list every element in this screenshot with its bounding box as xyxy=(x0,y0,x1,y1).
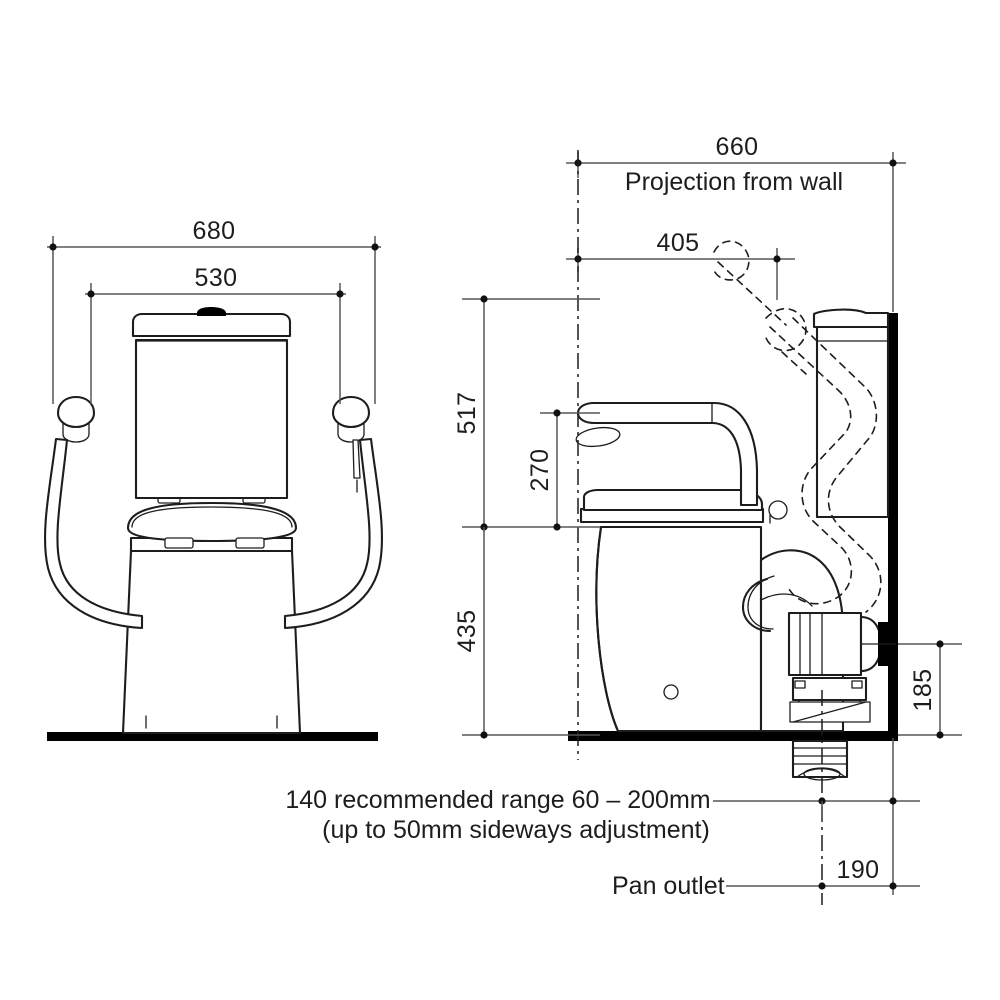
dim-label-517: 517 xyxy=(453,392,481,435)
dim-label-530: 530 xyxy=(195,264,238,292)
rail-tube-hidden-outer xyxy=(769,326,853,605)
dim-label-435: 435 xyxy=(453,610,481,653)
rail-collar-right xyxy=(337,423,365,443)
cistern-lid-side xyxy=(812,308,890,329)
outlet-note-line-1: 140 recommended range 60 – 200mm xyxy=(285,786,710,814)
wall-line xyxy=(888,313,898,738)
rail-tube-right xyxy=(283,437,384,630)
bracket-diagonal xyxy=(792,701,867,723)
pipe-bell xyxy=(796,768,846,778)
projection-from-wall-label: Projection from wall xyxy=(625,168,843,196)
rail-knob-hidden xyxy=(765,307,807,352)
grab-rail-hidden-side xyxy=(712,240,882,633)
cistern-lid-front xyxy=(131,312,292,338)
floor-line-side xyxy=(568,731,898,741)
front-elevation-group xyxy=(43,307,384,741)
bracket-bolt-l xyxy=(794,680,806,689)
shroud-inner xyxy=(760,593,813,607)
connector-body xyxy=(787,611,863,677)
grab-rail-left xyxy=(43,395,144,630)
dim-label-185: 185 xyxy=(909,669,937,712)
dimension-lines xyxy=(47,150,962,905)
rail-hook-hidden xyxy=(712,240,750,281)
seat-buffer-left xyxy=(164,537,194,549)
rail-collar-left xyxy=(62,423,90,443)
pan-outlet-label: Pan outlet xyxy=(612,872,725,900)
rail-elbow-inner xyxy=(747,575,775,630)
dim-label-270: 270 xyxy=(526,449,554,492)
rail-tube-left xyxy=(43,437,144,630)
pan-bolt-hole xyxy=(663,684,679,700)
outlet-note-line-2: (up to 50mm sideways adjustment) xyxy=(322,816,710,844)
pan-outlet-pipe xyxy=(791,739,849,781)
seat-inner-line xyxy=(131,506,293,528)
rail-knob-left xyxy=(56,395,96,429)
floor-line-front xyxy=(47,732,378,741)
outlet-connector-assembly xyxy=(787,611,896,723)
dim-label-680: 680 xyxy=(193,217,236,245)
rail-tube-hidden-inner xyxy=(792,317,882,613)
dim-label-190: 190 xyxy=(837,856,880,884)
flush-button-front xyxy=(197,307,226,316)
grab-rail-right xyxy=(283,395,384,630)
mount-bracket xyxy=(791,676,868,702)
rail-hook-link xyxy=(717,261,787,326)
arm-pivot xyxy=(768,500,788,520)
arm-pad-side xyxy=(575,426,621,448)
bracket-bolt-r xyxy=(851,680,863,689)
rail-collar-hidden xyxy=(781,351,807,375)
rail-knob-right xyxy=(331,395,371,429)
dim-label-405: 405 xyxy=(657,229,700,257)
rail-elbow-solid xyxy=(741,577,772,633)
cistern-front xyxy=(134,338,289,500)
seat-buffer-right xyxy=(235,537,265,549)
pan-front-curve xyxy=(595,525,620,733)
dim-label-660: 660 xyxy=(716,133,759,161)
rail-wand-right xyxy=(352,439,361,479)
